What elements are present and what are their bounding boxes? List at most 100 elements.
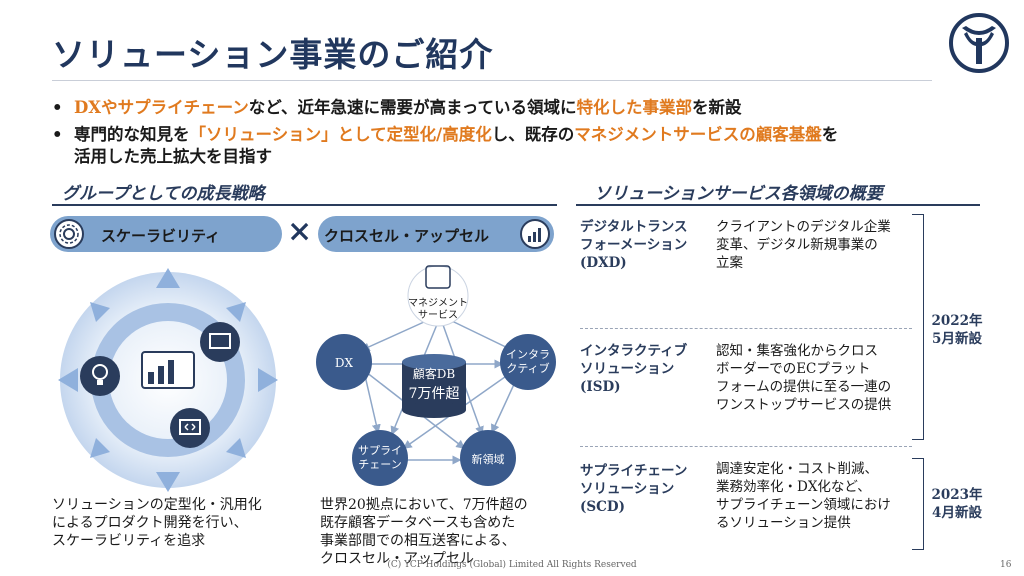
arrow-top-left xyxy=(90,302,110,322)
launch-month: 4月新設 xyxy=(932,505,982,521)
service-desc-line: 立案 xyxy=(716,255,743,271)
arrow-top xyxy=(156,268,180,288)
service-name-line: (DXD) xyxy=(580,255,627,271)
service-scd-description: 調達安定化・コスト削減、 業務効率化・DX化など、 サプライチェーン領域におけ … xyxy=(716,460,891,532)
service-divider xyxy=(580,446,912,447)
page-number: 16 xyxy=(1000,560,1012,570)
node-dx: DX xyxy=(316,334,372,390)
service-name-line: (SCD) xyxy=(580,499,625,515)
crosssell-pill xyxy=(318,216,554,252)
launch-year: 2023年 xyxy=(931,487,983,503)
bullet-2-continuation: 活用した売上拡大を目指す xyxy=(74,146,272,168)
bullet-segment: 専門的な知見を xyxy=(74,125,190,144)
bullet-2-text: 専門的な知見を「ソリューション」として定型化/高度化し、既存のマネジメントサービ… xyxy=(74,125,838,144)
arrow-top-right xyxy=(226,302,246,322)
node-management: マネジメント サービス xyxy=(407,265,469,327)
company-logo-icon xyxy=(949,13,1009,73)
scalability-desc-line: によるプロダクト開発を行い、 xyxy=(52,515,248,531)
crosssell-label: クロスセル・アップセル xyxy=(324,227,490,245)
service-desc-line: ボーダーでのECプラット xyxy=(716,361,871,377)
node-supplychain: サプライ チェーン xyxy=(352,430,408,486)
crosssell-desc-line: 事業部間での相互送客による、 xyxy=(320,533,516,549)
crosssell-network-diagram: マネジメント サービス DX インタラ クティブ サプライ チェーン 新領域 顧… xyxy=(316,265,556,486)
service-desc-line: 認知・集客強化からクロス xyxy=(716,343,878,359)
customer-db-cylinder: 顧客DB 7万件超 xyxy=(402,354,466,418)
launch-bracket-2022 xyxy=(912,214,924,440)
service-name-line: (ISD) xyxy=(580,379,621,395)
services-heading-rule xyxy=(576,204,980,206)
launch-month: 5月新設 xyxy=(932,331,982,347)
service-dxd-description: クライアントのデジタル企業 変革、デジタル新規事業の 立案 xyxy=(716,218,891,272)
highlight-text: 「ソリューション」として定型化/高度化 xyxy=(189,125,492,144)
service-name-line: サプライチェーン xyxy=(580,463,688,479)
service-scd-name: サプライチェーン ソリューション (SCD) xyxy=(580,462,687,516)
node-interactive-label-2: クティブ xyxy=(506,361,549,375)
highlight-text: DXやサプライチェーン xyxy=(74,98,249,117)
service-desc-line: サプライチェーン領域におけ xyxy=(716,497,891,513)
service-desc-line: ワンストップサービスの提供 xyxy=(716,397,892,413)
scalability-desc-line: ソリューションの定型化・汎用化 xyxy=(52,497,262,513)
service-name-line: デジタルトランス xyxy=(580,219,688,235)
bullet-1: •DXやサプライチェーンなど、近年急速に需要が高まっている領域に特化した事業部を… xyxy=(52,98,742,117)
highlight-text: マネジメントサービスの顧客基盤 xyxy=(574,125,822,144)
analytics-icon xyxy=(141,351,195,389)
node-new-area: 新領域 xyxy=(460,430,516,486)
service-desc-line: クライアントのデジタル企業 xyxy=(716,219,891,235)
arrow-bottom xyxy=(156,472,180,492)
bullet-segment: を xyxy=(821,125,839,144)
crosssell-desc-line: 既存顧客データベースも含めた xyxy=(320,515,516,531)
bullet-1-text: DXやサプライチェーンなど、近年急速に需要が高まっている領域に特化した事業部を新… xyxy=(74,98,742,117)
launch-bracket-2023 xyxy=(912,458,924,550)
node-supplychain-label-1: サプライ xyxy=(358,444,402,457)
growth-chart-icon xyxy=(520,219,550,249)
node-management-label-2: サービス xyxy=(418,309,458,321)
launch-2022: 2022年 5月新設 xyxy=(926,312,988,348)
growth-heading: グループとしての成長戦略 xyxy=(62,184,265,204)
node-interactive: インタラ クティブ xyxy=(500,334,556,390)
scalability-description: ソリューションの定型化・汎用化 によるプロダクト開発を行い、 スケーラビリティを… xyxy=(52,496,262,550)
bullet-segment: し、既存の xyxy=(491,125,575,144)
highlight-text: 特化した事業部 xyxy=(576,98,693,117)
arrow-bottom-right xyxy=(226,438,246,458)
customer-db-label: 顧客DB xyxy=(413,366,456,381)
services-heading: ソリューションサービス各領域の概要 xyxy=(594,184,883,204)
bullet-segment: を新設 xyxy=(692,98,742,117)
title-divider xyxy=(52,80,932,81)
lightbulb-icon xyxy=(80,356,120,396)
node-dx-label: DX xyxy=(335,356,354,370)
bullet-segment: 活用した売上拡大を目指す xyxy=(74,147,272,166)
service-desc-line: フォームの提供に至る一連の xyxy=(716,379,892,395)
bullet-2: •専門的な知見を「ソリューション」として定型化/高度化し、既存のマネジメントサー… xyxy=(52,125,839,144)
bullet-segment: など、近年急速に需要が高まっている領域に xyxy=(248,98,577,117)
service-name-line: インタラクティブ xyxy=(580,343,688,359)
scalability-diagram xyxy=(58,268,278,492)
scalability-pill xyxy=(50,216,282,252)
launch-year: 2022年 xyxy=(931,313,983,329)
node-interactive-label-1: インタラ xyxy=(506,348,550,361)
service-desc-line: 業務効率化・DX化など、 xyxy=(716,479,871,495)
arrow-bottom-left xyxy=(90,438,110,458)
launch-2023: 2023年 4月新設 xyxy=(926,486,988,522)
cross-symbol: × xyxy=(287,214,313,249)
crosssell-desc-line: 世界20拠点において、7万件超の xyxy=(320,497,528,513)
crosssell-desc-line: クロスセル・アップセル xyxy=(320,551,474,567)
customer-db-count: 7万件超 xyxy=(409,386,460,402)
management-icon xyxy=(425,265,451,289)
service-name-line: フォーメーション xyxy=(580,237,688,253)
bullet-2-cont-text: 活用した売上拡大を目指す xyxy=(74,147,272,166)
node-supplychain-label-2: チェーン xyxy=(358,458,401,471)
node-management-label-1: マネジメント xyxy=(408,297,468,309)
scalability-label: スケーラビリティ xyxy=(101,227,221,245)
service-isd-description: 認知・集客強化からクロス ボーダーでのECプラット フォームの提供に至る一連の … xyxy=(716,342,891,414)
arrow-left xyxy=(58,368,78,392)
copyright-footer: (C) YCP Holdings (Global) Limited All Ri… xyxy=(387,560,637,570)
arrow-right xyxy=(258,368,278,392)
service-isd-name: インタラクティブ ソリューション (ISD) xyxy=(580,342,687,396)
gear-icon xyxy=(54,219,84,249)
growth-heading-rule xyxy=(52,204,557,206)
service-desc-line: 調達安定化・コスト削減、 xyxy=(716,461,878,477)
code-icon xyxy=(170,408,210,448)
service-dxd-name: デジタルトランス フォーメーション (DXD) xyxy=(580,218,687,272)
scalability-desc-line: スケーラビリティを追求 xyxy=(52,533,206,549)
service-name-line: ソリューション xyxy=(580,361,675,377)
